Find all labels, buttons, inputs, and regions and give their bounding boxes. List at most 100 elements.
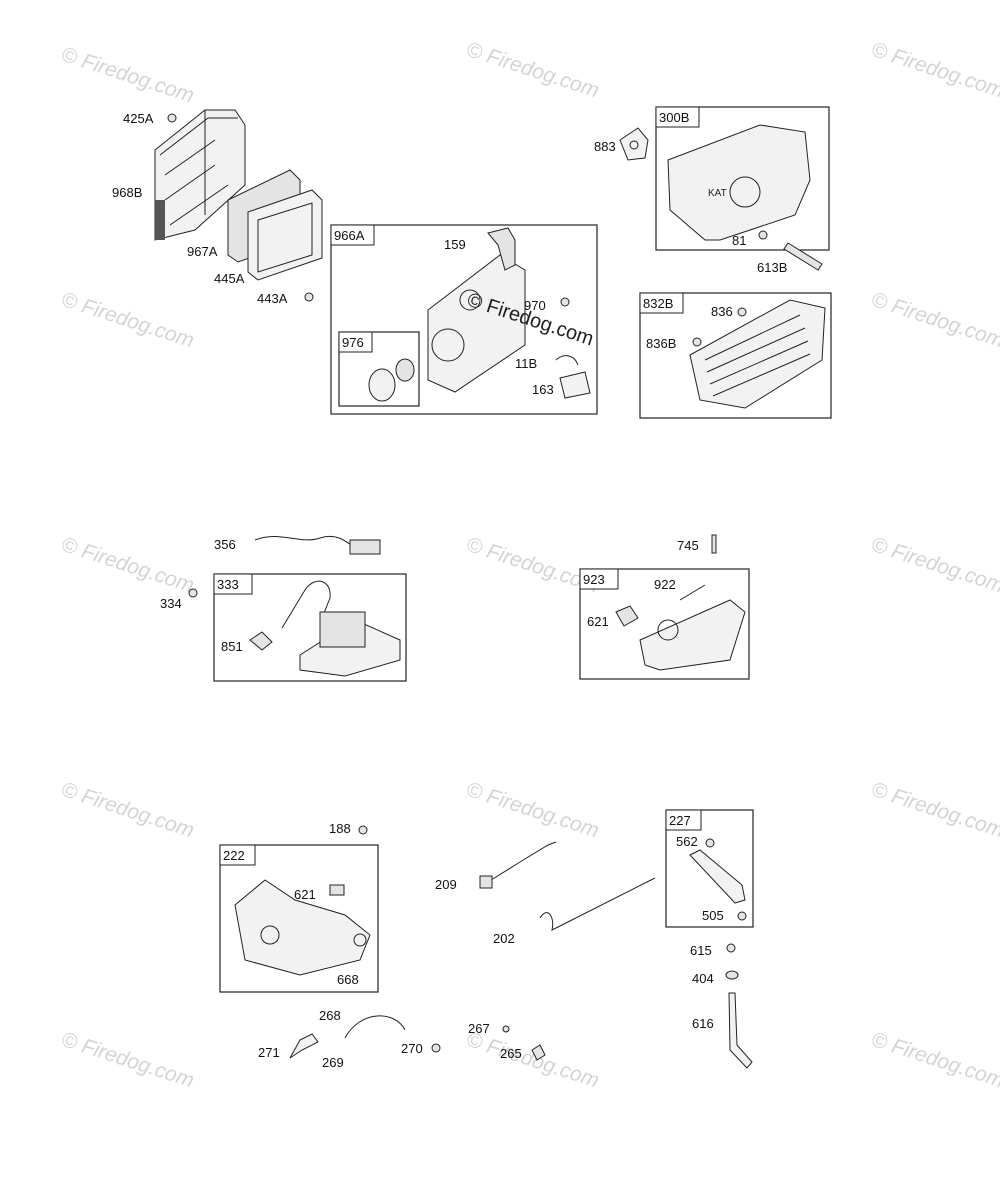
label-270: 270 xyxy=(401,1041,423,1056)
screw-425a-shape xyxy=(167,113,177,123)
governor-shaft-616-shape xyxy=(728,992,753,1069)
air-cleaner-base-shape xyxy=(427,254,526,393)
group-832b-tag xyxy=(639,292,684,314)
group-966a-tag xyxy=(330,224,375,246)
housing-detail-shape xyxy=(159,110,238,226)
label-356: 356 xyxy=(214,537,236,552)
label-11b: 11B xyxy=(515,356,537,371)
label-836: 836 xyxy=(711,304,733,319)
group-832b: 832B 836 836B xyxy=(639,292,832,419)
spring-209-shape xyxy=(487,841,557,883)
nut-270-shape xyxy=(431,1043,441,1053)
group-832b-box xyxy=(639,292,832,419)
label-443a: 443A xyxy=(257,291,288,306)
label-668: 668 xyxy=(337,972,359,987)
bracket-159-shape xyxy=(487,227,516,271)
gasket-883-hole-shape xyxy=(629,140,639,150)
muffler-shape xyxy=(667,124,811,241)
label-188: 188 xyxy=(329,821,351,836)
label-265: 265 xyxy=(500,1046,522,1061)
group-333-tag xyxy=(213,573,253,595)
label-202: 202 xyxy=(493,931,515,946)
watermark-text: © Firedog.com xyxy=(58,778,196,843)
control-small-parts: 268 271 269 270 267 265 xyxy=(258,1008,546,1070)
clip-265-shape xyxy=(531,1044,546,1061)
air-cleaner-assembly: 425A 968B 967A 445A 443A xyxy=(112,109,323,306)
group-976-id: 976 xyxy=(342,335,364,350)
watermark-text: © Firedog.com xyxy=(868,533,1000,598)
spring-coil-shape xyxy=(479,875,493,889)
group-923: 745 923 922 621 xyxy=(579,534,750,680)
label-970: 970 xyxy=(524,298,546,313)
governor-lever-shape xyxy=(689,849,746,904)
group-333-id: 333 xyxy=(217,577,239,592)
group-300b: 300B KAT 81 613B xyxy=(655,106,830,275)
group-966a-box xyxy=(330,224,598,415)
group-227-tag xyxy=(665,809,702,831)
bolt-745-shape xyxy=(711,534,717,554)
watermark-text: © Firedog.com xyxy=(463,38,601,103)
watermark-text: © Firedog.com xyxy=(58,1028,196,1093)
label-267: 267 xyxy=(468,1021,490,1036)
label-269: 269 xyxy=(322,1055,344,1070)
group-222: 188 222 621 668 xyxy=(219,821,379,993)
washer-81-shape xyxy=(758,230,768,240)
group-923-id: 923 xyxy=(583,572,605,587)
label-404: 404 xyxy=(692,971,714,986)
label-621-b: 621 xyxy=(294,887,316,902)
watermark-text: © Firedog.com xyxy=(463,1028,601,1093)
group-222-id: 222 xyxy=(223,848,245,863)
governor-bracket-shape xyxy=(234,879,371,976)
watermark-text: © Firedog.com xyxy=(58,43,196,108)
bracket-bushing-shape xyxy=(353,933,367,947)
screw-562-shape xyxy=(705,838,715,848)
label-615: 615 xyxy=(690,943,712,958)
label-922: 922 xyxy=(654,577,676,592)
label-159: 159 xyxy=(444,237,466,252)
washer-404-shape xyxy=(725,970,739,980)
label-621: 621 xyxy=(587,614,609,629)
label-967a: 967A xyxy=(187,244,218,259)
label-836b: 836B xyxy=(646,336,676,351)
bracket-hole-shape xyxy=(657,619,679,641)
watermark-text: © Firedog.com xyxy=(58,288,196,353)
group-300b-tag xyxy=(655,106,700,128)
label-445a: 445A xyxy=(214,271,245,286)
base-intake-shape xyxy=(431,328,465,362)
screw-334-shape xyxy=(188,588,198,598)
label-851: 851 xyxy=(221,639,243,654)
label-163: 163 xyxy=(532,382,554,397)
spring-922-shape xyxy=(679,584,706,601)
screw-267-shape xyxy=(502,1025,510,1033)
control-bracket-shape xyxy=(639,599,746,671)
muffler-kat-text: KAT xyxy=(708,188,727,199)
group-333-box xyxy=(213,573,407,682)
group-222-box xyxy=(219,844,379,993)
nut-615-shape xyxy=(726,943,736,953)
base-port-shape xyxy=(459,289,481,311)
muffler-guard-shape xyxy=(689,299,826,409)
gasket-163-shape xyxy=(559,371,591,399)
governor-link-202-shape xyxy=(539,877,656,931)
label-81: 81 xyxy=(732,233,746,248)
watermark-text: © Firedog.com xyxy=(58,533,196,598)
screw-970-shape xyxy=(560,297,570,307)
pre-cleaner-ring-shape xyxy=(395,358,415,382)
muffler-outlet-shape xyxy=(729,176,761,208)
group-923-box xyxy=(579,568,750,680)
label-268: 268 xyxy=(319,1008,341,1023)
pre-cleaner-shape xyxy=(368,368,396,402)
label-613b: 613B xyxy=(757,260,787,275)
housing-dark-edge-shape xyxy=(155,200,165,240)
ignition-coil-shape xyxy=(319,611,366,648)
lever-271-shape xyxy=(289,1033,319,1059)
group-832b-id: 832B xyxy=(643,296,673,311)
label-745: 745 xyxy=(677,538,699,553)
label-271: 271 xyxy=(258,1045,280,1060)
label-209: 209 xyxy=(435,877,457,892)
clip-621-shape xyxy=(329,884,345,896)
air-filter-inner-shape xyxy=(257,202,313,273)
group-333: 356 334 333 851 xyxy=(160,535,407,682)
label-425a: 425A xyxy=(123,111,154,126)
